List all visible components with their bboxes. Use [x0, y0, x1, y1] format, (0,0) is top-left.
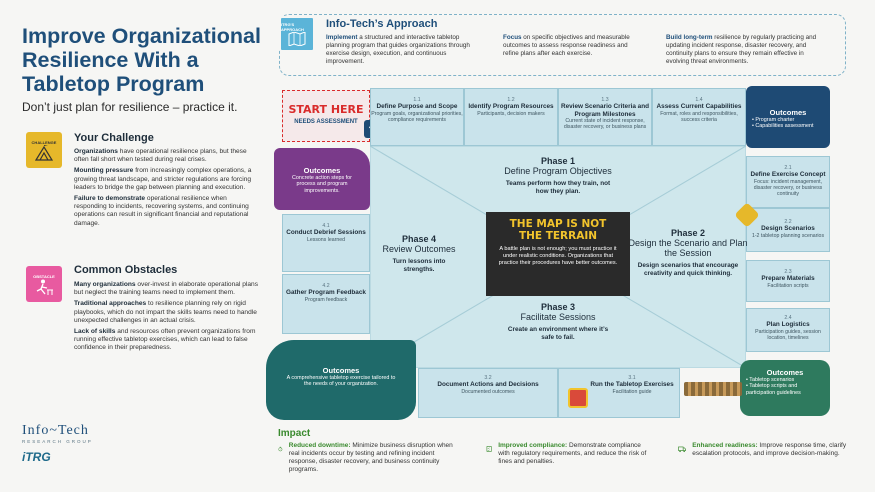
- approach-col: Implement a structured and interactive t…: [326, 34, 470, 65]
- page-title: Improve Organizational Resilience With a…: [22, 24, 261, 96]
- obstacle-item: Many organizations over-invest in elabor…: [74, 281, 258, 297]
- phase-3: Phase 3 Facilitate Sessions Create an en…: [507, 302, 609, 341]
- obstacle-item: Traditional approaches to resilience pla…: [74, 300, 257, 324]
- impact-item: Improved compliance: Demonstrate complia…: [486, 442, 654, 466]
- challenge-heading: Your Challenge: [74, 132, 154, 144]
- impact-item: Reduced downtime: Minimize business disr…: [278, 442, 458, 474]
- obstacles-list: Many organizations over-invest in elabor…: [74, 281, 260, 353]
- outcomes-phase1: Outcomes • Program charter• Capabilities…: [746, 86, 830, 148]
- outcomes-phase2: Outcomes • Tabletop scenarios• Tabletop …: [740, 360, 830, 416]
- map-icon: [288, 32, 306, 46]
- center-panel: THE MAP IS NOT THE TERRAIN A battle plan…: [486, 212, 630, 296]
- approach-heading: Info-Tech’s Approach: [326, 18, 438, 30]
- approach-col: Build long-term resilience by regularly …: [666, 34, 817, 65]
- obstacles-heading: Common Obstacles: [74, 264, 178, 276]
- impact-heading: Impact: [278, 428, 311, 439]
- book-icon: [568, 388, 588, 408]
- challenge-item: Organizations have operational resilienc…: [74, 148, 247, 164]
- start-here-label: START HERE: [288, 103, 364, 116]
- mountain-icon: [34, 144, 54, 161]
- page-subtitle: Don’t just plan for resilience – practic…: [22, 100, 238, 114]
- outcomes-phase4: Outcomes Concrete action steps for proce…: [274, 148, 370, 210]
- game-board: START HERE NEEDS ASSESSMENT ✢ 1.1Define …: [266, 84, 832, 430]
- bridge-icon: [684, 382, 742, 396]
- obstacle-item: Lack of skills and resources often preve…: [74, 328, 256, 352]
- challenge-icon-box: CHALLENGE: [26, 132, 62, 168]
- obstacle-icon-box: OBSTACLE: [26, 266, 62, 302]
- center-text: A battle plan is not enough; you must pr…: [498, 246, 618, 266]
- phase-4: Phase 4 Review Outcomes Turn lessons int…: [382, 234, 456, 273]
- center-headline: THE MAP IS NOT THE TERRAIN: [509, 218, 607, 242]
- hurdle-runner-icon: [36, 279, 53, 295]
- checklist-icon: [486, 446, 492, 452]
- start-here-tile[interactable]: START HERE NEEDS ASSESSMENT: [282, 90, 370, 142]
- itrg-logo: iTRG: [22, 450, 51, 464]
- challenge-icon-label: CHALLENGE: [31, 139, 57, 145]
- truck-icon: [678, 446, 687, 453]
- approach-icon-label: ITRG'S APPROACH: [281, 22, 304, 32]
- approach-icon-box: ITRG'S APPROACH: [279, 16, 315, 52]
- challenge-item: Failure to demonstrate operational resil…: [74, 195, 249, 227]
- obstacle-icon-label: OBSTACLE: [33, 273, 55, 279]
- impact-item: Enhanced readiness: Improve response tim…: [678, 442, 848, 458]
- approach-col: Focus on specific objectives and measura…: [503, 34, 630, 57]
- challenge-list: Organizations have operational resilienc…: [74, 148, 260, 228]
- challenge-item: Mounting pressure from increasingly comp…: [74, 167, 252, 191]
- stopwatch-icon: [278, 446, 283, 452]
- infotech-logo: Info~Tech RESEARCH GROUP: [22, 423, 93, 444]
- phase-2: Phase 2 Design the Scenario and Plan the…: [628, 228, 748, 277]
- needs-assessment-label: NEEDS ASSESSMENT: [294, 119, 358, 125]
- outcomes-phase3: Outcomes A comprehensive tabletop exerci…: [266, 340, 416, 420]
- phase-1: Phase 1 Define Program Objectives Teams …: [504, 156, 612, 195]
- board-center-map: [370, 146, 746, 368]
